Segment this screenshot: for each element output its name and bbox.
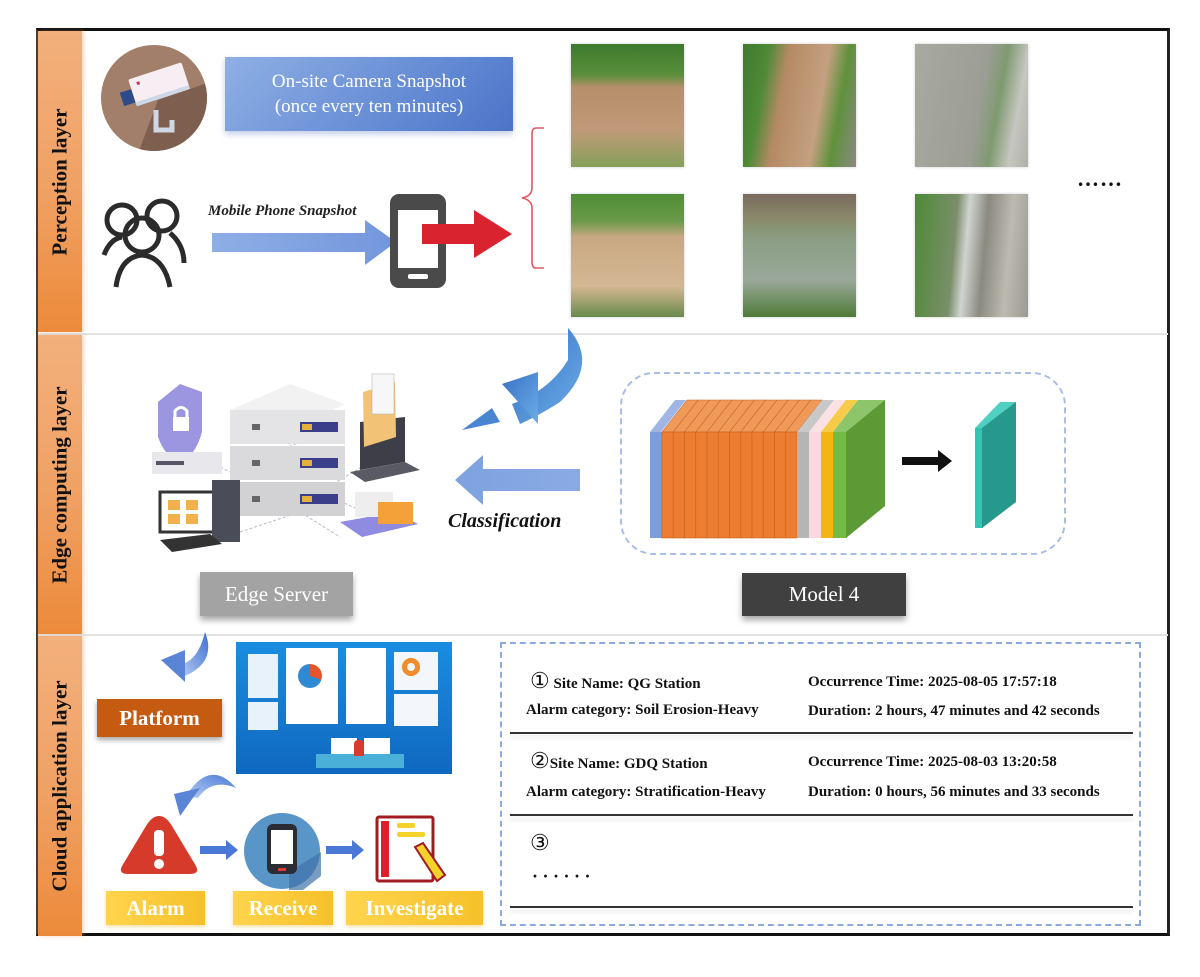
alarm-duration-2: Duration: 0 hours, 56 minutes and 33 sec… — [808, 784, 1100, 800]
edge-layer: Edge computing layer — [38, 333, 1168, 635]
conv-layer — [740, 431, 753, 539]
conv-layer — [774, 431, 787, 539]
investigate-notebook-icon — [375, 815, 447, 883]
alarm-category-1: Alarm category: Soil Erosion-Heavy — [526, 702, 759, 718]
curved-arrow-alarm-icon — [174, 774, 236, 816]
alarm-item-2[interactable]: ②Site Name: GDQ Station Alarm category: … — [510, 734, 1133, 816]
alarm-item-1[interactable]: ① Site Name: QG Station Alarm category: … — [510, 644, 1133, 734]
edge-layer-bar: Edge computing layer — [38, 335, 82, 635]
cnn-model-diagram — [650, 399, 1016, 539]
river-photo-6[interactable] — [915, 194, 1028, 317]
perception-layer-title: Perception layer — [47, 107, 72, 256]
arrow-left-icon — [455, 455, 580, 505]
alarm-separator — [510, 732, 1133, 734]
edge-layer-title: Edge computing layer — [47, 386, 72, 584]
alarm-index-3: ③ — [530, 830, 550, 855]
river-photo-3[interactable] — [915, 44, 1028, 167]
alarm-list: ① Site Name: QG Station Alarm category: … — [500, 642, 1141, 926]
perception-layer: Perception layer — [38, 31, 1168, 332]
conv-layer — [717, 431, 730, 539]
laptop-folder-icon — [350, 373, 420, 482]
alarm-warning-icon — [120, 816, 198, 874]
alarm-more-ellipsis: · · · · · · — [532, 866, 591, 886]
flow-step-receive: Receive — [233, 891, 333, 925]
alarm-separator — [510, 814, 1133, 816]
river-photo-2[interactable] — [743, 44, 856, 167]
alarm-site-2: Site Name: GDQ Station — [549, 756, 708, 772]
flow-arrow-2-icon — [326, 840, 364, 860]
perception-layer-bar: Perception layer — [38, 31, 82, 332]
cnn-layers — [650, 399, 885, 539]
receive-phone-icon — [244, 813, 321, 890]
users-icon — [101, 198, 187, 288]
output-layer — [975, 402, 1016, 528]
conv-layer — [706, 431, 719, 539]
curved-arrow-down-icon — [462, 328, 583, 430]
river-photo-5[interactable] — [743, 194, 856, 317]
model-label: Model 4 — [742, 573, 906, 616]
bracket-icon — [521, 127, 544, 269]
alarm-item-3[interactable]: ③ · · · · · · — [510, 816, 1133, 908]
alarm-duration-1: Duration: 2 hours, 47 minutes and 42 sec… — [808, 703, 1100, 719]
alarm-separator — [510, 906, 1133, 908]
cloud-layer: Cloud application layer — [38, 634, 1168, 936]
conv-layer — [661, 431, 674, 539]
phone-upload-icon — [390, 194, 512, 288]
alarm-time-1: Occurrence Time: 2025-08-05 17:57:18 — [808, 674, 1057, 690]
platform-label: Platform — [97, 699, 222, 737]
shield-lock-icon — [152, 384, 222, 474]
diagram-frame — [36, 28, 1170, 936]
flow-arrow-1-icon — [200, 840, 238, 860]
model-box — [620, 372, 1066, 555]
edge-server-illustration — [152, 373, 420, 552]
camera-banner-line1: On-site Camera Snapshot — [271, 71, 467, 92]
alarm-index-2: ② — [530, 748, 550, 773]
alarm-category-2: Alarm category: Stratification-Heavy — [526, 784, 766, 800]
conv-layer — [751, 431, 764, 539]
arrow-icon — [902, 450, 952, 472]
cloud-layer-bar: Cloud application layer — [38, 636, 82, 936]
alarm-site-1: Site Name: QG Station — [553, 676, 701, 692]
conv-layer — [684, 431, 697, 539]
camera-icon — [101, 45, 207, 151]
conv-layer — [695, 431, 708, 539]
river-photo-4[interactable] — [571, 194, 684, 317]
desktop-computer-icon — [158, 480, 240, 552]
alarm-time-2: Occurrence Time: 2025-08-03 13:20:58 — [808, 754, 1057, 770]
flow-step-alarm: Alarm — [106, 891, 205, 925]
tablet-document-icon — [340, 492, 418, 537]
river-photo-1[interactable] — [571, 44, 684, 167]
conv-layer — [729, 431, 742, 539]
alarm-index-1: ① — [530, 668, 550, 693]
camera-snapshot-banner: On-site Camera Snapshot (once every ten … — [225, 57, 513, 131]
camera-banner-line2: (once every ten minutes) — [274, 96, 464, 117]
conv-layer — [762, 431, 775, 539]
classification-label: Classification — [448, 510, 562, 532]
platform-dashboard-image[interactable] — [236, 642, 452, 774]
flow-step-investigate: Investigate — [346, 891, 483, 925]
more-photos-ellipsis: …… — [1077, 166, 1123, 191]
curved-arrow-platform-icon — [161, 632, 209, 682]
cloud-layer-title: Cloud application layer — [47, 680, 72, 892]
conv-layer — [672, 431, 685, 539]
arrow-right-icon — [212, 220, 396, 265]
conv-layer — [785, 431, 798, 539]
mobile-snapshot-label: Mobile Phone Snapshot — [208, 203, 357, 219]
server-icon — [230, 384, 345, 516]
edge-server-label: Edge Server — [200, 572, 353, 616]
